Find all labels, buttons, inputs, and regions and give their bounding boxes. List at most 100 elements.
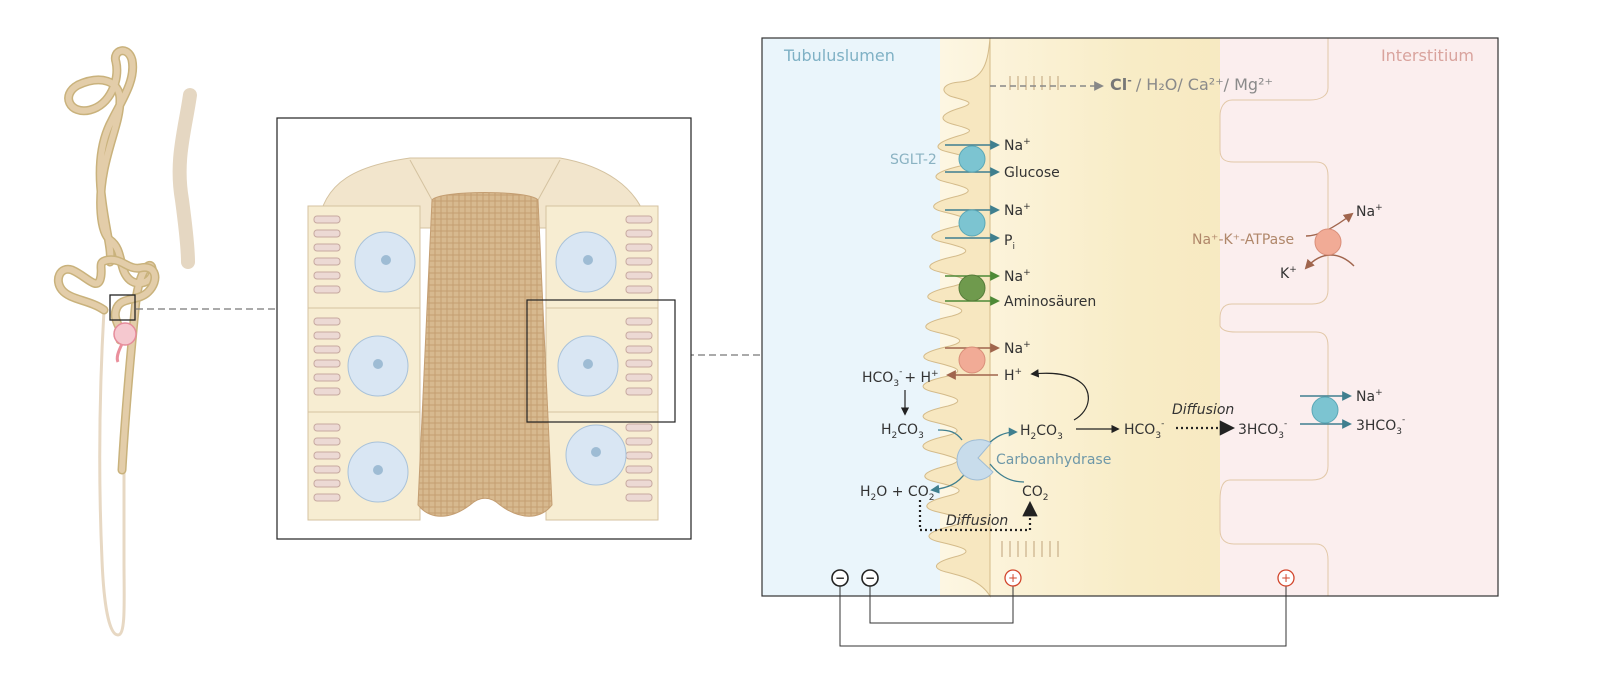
lumen-h2o-co2-label: H2O + CO2 — [860, 484, 934, 503]
lumen-h2co3-h: H — [881, 422, 892, 438]
cell-3hco3-label: 3HCO3- — [1238, 419, 1287, 441]
sglt2-na-text: Na — [1004, 138, 1023, 154]
nbc-hco3-label: 3HCO3- — [1356, 415, 1405, 437]
lumen-h2co3-co: CO — [897, 422, 918, 438]
cell-co2-sub: 2 — [1043, 493, 1049, 503]
lumen-hco3-sup: - — [899, 367, 902, 377]
lumen-h2o-sub: 2 — [871, 493, 877, 503]
cell-hco3-sup: - — [1161, 419, 1164, 429]
nephron-zoom-box — [109, 294, 136, 321]
cell-nucleoli — [373, 255, 601, 475]
atpase-na-label: Na+ — [1356, 203, 1383, 220]
nhe-na-label: Na+ — [1004, 340, 1031, 357]
tight-junction-top — [1009, 76, 1059, 90]
circuit-inner-wire — [869, 586, 1014, 624]
napi-pi-text: P — [1004, 233, 1012, 249]
nhe-h-sup: + — [1015, 367, 1023, 377]
nhe-transporter — [958, 346, 986, 374]
nbc-na-text: Na — [1356, 389, 1375, 405]
cross-section-zoom-box — [526, 299, 676, 423]
atpase-na-text: Na — [1356, 204, 1375, 220]
charge-circuit: − − + + — [831, 569, 1295, 647]
sglt2-label: SGLT-2 — [890, 152, 937, 168]
nbc-na-sup: + — [1375, 388, 1383, 398]
atpase-k-sup: + — [1289, 265, 1297, 275]
lumen-hco3-sub: 3 — [893, 379, 899, 389]
lumen-h2o-sub2: 2 — [929, 493, 935, 503]
nhe-h-text: H — [1004, 368, 1015, 384]
henle-loop — [98, 309, 126, 637]
naaa-na-label: Na+ — [1004, 268, 1031, 285]
cell-h2co3-co: CO — [1036, 423, 1057, 439]
lumen-plus-h-sup: + — [931, 369, 939, 379]
detail-panel-frame — [761, 37, 1499, 597]
minus-charge-1 — [831, 569, 849, 587]
napi-na-label: Na+ — [1004, 202, 1031, 219]
tubule-cross-section — [276, 117, 692, 540]
nbc-hco3-text: 3HCO — [1356, 418, 1396, 434]
lumen-h2co3-sub: 2 — [892, 431, 898, 441]
nhe-na-text: Na — [1004, 341, 1023, 357]
afferent-arteriole — [115, 343, 124, 363]
nhe-h-label: H+ — [1004, 367, 1022, 384]
basolateral-membrane — [1219, 37, 1499, 597]
lumen-hco3-text: HCO — [862, 370, 893, 386]
carboanhydrase-enzyme — [956, 439, 994, 481]
proximal-tubule-fill — [55, 256, 158, 343]
paracellular-rest: / H₂O/ Ca²⁺/ Mg²⁺ — [1136, 75, 1273, 94]
napi-transporter — [958, 209, 986, 237]
circuit-outer-wire — [839, 586, 1287, 647]
nephron-illustration — [53, 46, 197, 637]
transport-detail-panel — [761, 37, 1499, 598]
paracellular-cl-sup: - — [1127, 74, 1132, 87]
cell-hco3-label: HCO3- — [1124, 419, 1164, 441]
lumen-h2o-h: H — [860, 484, 871, 500]
sglt2-na-label: Na+ — [1004, 137, 1031, 154]
napi-pi-label: Pi — [1004, 233, 1015, 252]
paracellular-label: Cl-/ H₂O/ Ca²⁺/ Mg²⁺ — [1110, 74, 1273, 94]
napi-na-text: Na — [1004, 203, 1023, 219]
naaa-aa-label: Aminosäuren — [1004, 294, 1096, 310]
sglt2-transporter — [958, 145, 986, 173]
diffusion-bottom-label: Diffusion — [946, 513, 1008, 529]
cell-h2co3-sub: 2 — [1031, 432, 1037, 442]
naaa-na-text: Na — [1004, 269, 1023, 285]
cell-h2co3-label: H2CO3 — [1020, 423, 1063, 442]
nhe-na-sup: + — [1023, 340, 1031, 350]
atpase-k-text: K — [1280, 266, 1290, 282]
interstitium-label: Interstitium — [1381, 46, 1474, 65]
nbc-na-label: Na+ — [1356, 388, 1383, 405]
lumen-h2co3-sub2: 3 — [918, 431, 924, 441]
cell-3hco3-sup: - — [1284, 419, 1287, 429]
cell-3hco3-sub: 3 — [1278, 431, 1284, 441]
lumen-h2co3-to-enzyme — [937, 429, 963, 441]
h2co3-split-curve — [1030, 369, 1089, 421]
cell-co2-text: CO — [1022, 484, 1043, 500]
atpase-label: Na⁺-K⁺-ATPase — [1192, 232, 1294, 248]
diffusion-bottom-arrow — [918, 500, 1038, 532]
paracellular-cl: Cl — [1110, 75, 1127, 94]
cell-h2co3-sub2: 3 — [1057, 432, 1063, 442]
lumen-h2o-tail: O + CO — [876, 484, 928, 500]
carboanhydrase-label: Carboanhydrase — [996, 452, 1111, 468]
cap-divider-1 — [409, 159, 433, 201]
minus-charge-1-text: − — [835, 571, 845, 585]
atpase-transporter — [1314, 228, 1342, 256]
napi-pi-sub: i — [1012, 242, 1015, 252]
cell-co2-to-enzyme — [989, 463, 1025, 483]
brush-border-lumen — [417, 192, 553, 517]
plus-charge-1-text: + — [1008, 571, 1018, 585]
minus-charge-2 — [861, 569, 879, 587]
lumen-plus-h: + H — [904, 370, 931, 386]
diffusion-top-label: Diffusion — [1172, 402, 1234, 418]
nbc-hco3-sup: - — [1402, 415, 1405, 425]
nbc-hco3-sub: 3 — [1396, 427, 1402, 437]
mitochondria-right — [625, 215, 653, 502]
lumen-label: Tubuluslumen — [783, 46, 895, 65]
naaa-na-sup: + — [1023, 268, 1031, 278]
lumen-hco3-label: HCO3-+ H+ — [862, 367, 939, 389]
plus-charge-2 — [1277, 569, 1295, 587]
sglt2-na-sup: + — [1023, 137, 1031, 147]
mitochondria-left — [313, 215, 341, 502]
cell-hco3-sub: 3 — [1155, 431, 1161, 441]
